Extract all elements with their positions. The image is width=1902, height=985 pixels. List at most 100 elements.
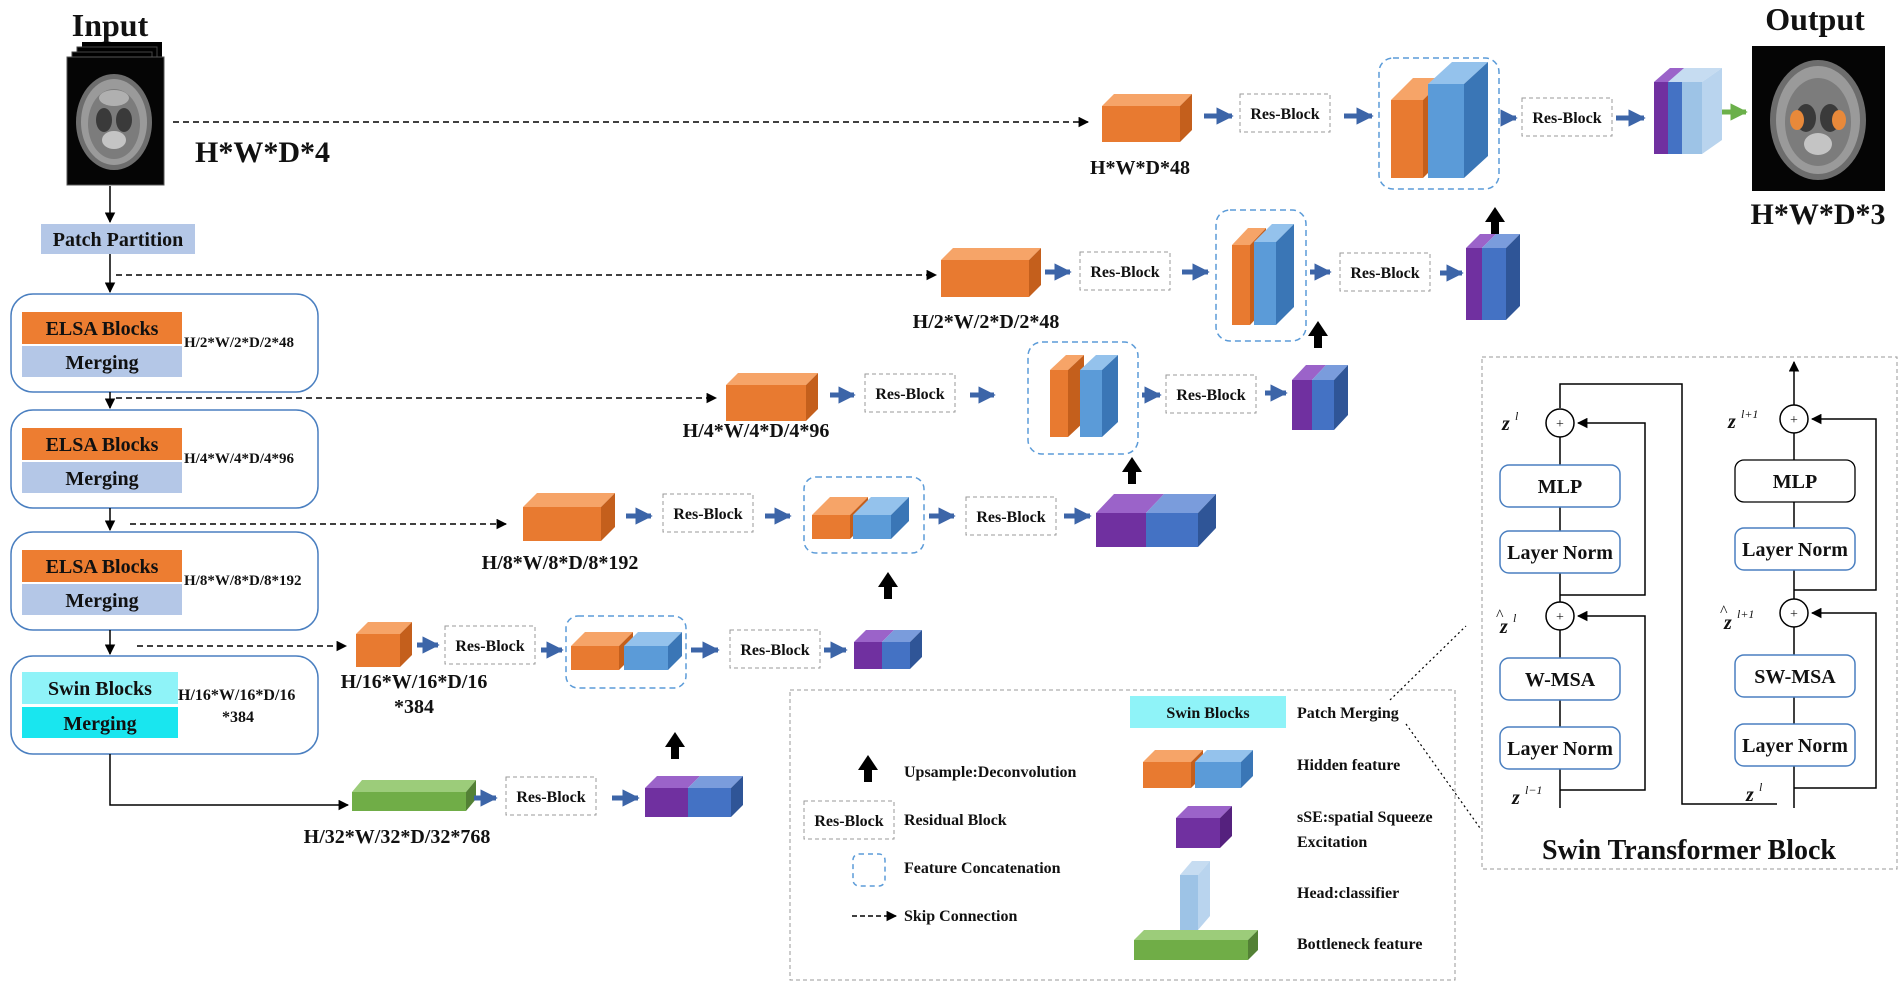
legend-res-block-icon: [803, 800, 895, 840]
stage4-top-label: Swin Blocks: [48, 678, 152, 700]
left-ln-top-box: [1499, 530, 1621, 574]
upsample-arrow: [878, 572, 898, 599]
sse-feature-bottleneck: [645, 776, 743, 817]
right-add-node-bottom: [1779, 598, 1809, 628]
stage1-top-label: ELSA Blocks: [46, 318, 159, 340]
stage2-dims: H/4*W/4*D/4*96: [184, 451, 295, 467]
hidden-feature-l1: [941, 248, 1041, 297]
res-block-l4b: Res-Block: [729, 629, 821, 669]
svg-text:Res-Block: Res-Block: [1350, 265, 1419, 282]
svg-text:Res-Block: Res-Block: [976, 509, 1045, 526]
svg-text:Res-Block: Res-Block: [516, 789, 585, 806]
swin-transformer-block-panel: Swin Transformer Block + + MLP Layer Nor…: [1481, 356, 1898, 870]
legend-upsample-label: Upsample:Deconvolution: [904, 764, 1077, 781]
res-block-l0a: Res-Block: [1239, 93, 1331, 133]
svg-text:Res-Block: Res-Block: [1532, 110, 1601, 127]
svg-text:Layer Norm: Layer Norm: [1507, 542, 1613, 564]
res-block-l4a: Res-Block: [444, 625, 536, 665]
stage3-top-label: ELSA Blocks: [46, 556, 159, 578]
svg-text:z: z: [1727, 411, 1736, 433]
svg-text:+: +: [1556, 417, 1564, 432]
upsample-arrow: [665, 732, 685, 759]
svg-text:z: z: [1501, 413, 1510, 435]
stage3-bottom-label: Merging: [65, 590, 138, 612]
right-ln-top-box: [1734, 527, 1856, 571]
swin-right-column: + + MLP Layer Norm SW-MSA Layer Norm z l…: [1720, 360, 1877, 808]
input-dims: H*W*D*4: [195, 136, 330, 169]
legend: Upsample:Deconvolution Res-Block Residua…: [789, 689, 1456, 981]
patch-partition-box: [41, 224, 195, 254]
res-block-l2b: Res-Block: [1165, 374, 1257, 414]
hidden-feature-l2: [726, 373, 818, 421]
svg-text:l+1: l+1: [1737, 607, 1754, 621]
legend-residual-label: Residual Block: [904, 812, 1007, 829]
svg-text:+: +: [1790, 607, 1798, 622]
svg-text:Res-Block: Res-Block: [814, 813, 883, 830]
svg-text:Res-Block: Res-Block: [455, 638, 524, 655]
stage1-bottom-label: Merging: [65, 352, 138, 374]
legend-head-label: Head:classifier: [1297, 885, 1399, 902]
res-block-l2a: Res-Block: [864, 373, 956, 413]
svg-text:+: +: [1556, 610, 1564, 625]
svg-text:z: z: [1745, 784, 1754, 806]
res-block-l3b: Res-Block: [965, 496, 1057, 536]
stage3-dims: H/8*W/8*D/8*192: [184, 573, 302, 589]
input-mri-stack: [66, 42, 165, 186]
hidden-feature-l4: [356, 622, 412, 667]
stage2-bottom-label: Merging: [65, 468, 138, 490]
svg-text:W-MSA: W-MSA: [1525, 669, 1596, 691]
legend-concat-icon: [852, 853, 886, 887]
svg-text:l: l: [1513, 611, 1517, 625]
right-ln-bottom-box: [1734, 723, 1856, 767]
svg-text:Res-Block: Res-Block: [875, 386, 944, 403]
stage2-top-label: ELSA Blocks: [46, 434, 159, 456]
left-ln-bottom-box: [1499, 726, 1621, 770]
feature-label-l0: H*W*D*48: [1090, 157, 1190, 179]
svg-text:Res-Block: Res-Block: [1250, 106, 1319, 123]
upsample-arrow: [1308, 321, 1328, 348]
right-add-node-top: [1779, 404, 1809, 434]
output-title: Output: [1765, 1, 1865, 37]
hidden-feature-l3: [523, 493, 615, 541]
feature-label-l2: H/4*W/4*D/4*96: [683, 420, 830, 442]
sse-feature-l1: [1466, 234, 1520, 320]
upsample-arrow: [1122, 457, 1142, 484]
legend-patch-merging-label: Patch Merging: [1297, 705, 1399, 722]
callout-line: [1405, 723, 1481, 829]
legend-swin-blocks-label: Swin Blocks: [1166, 705, 1249, 722]
legend-sse-label-2: Excitation: [1297, 834, 1367, 851]
res-block-l0b: Res-Block: [1521, 97, 1613, 137]
encoder-stage-1: ELSA Blocks Merging H/2*W/2*D/2*48: [10, 293, 319, 393]
res-block-l1b: Res-Block: [1339, 252, 1431, 292]
input-title: Input: [72, 7, 149, 43]
svg-text:l−1: l−1: [1525, 783, 1542, 797]
swin-panel-title: Swin Transformer Block: [1542, 835, 1836, 866]
legend-skip-label: Skip Connection: [904, 908, 1017, 925]
left-add-node-top: [1545, 408, 1575, 438]
bottleneck-feature: [352, 780, 476, 811]
left-mlp-box: [1499, 464, 1621, 508]
legend-concat-label: Feature Concatenation: [904, 860, 1061, 877]
stage4-bottom-label: Merging: [63, 713, 136, 735]
svg-text:Res-Block: Res-Block: [1090, 264, 1159, 281]
stage4-dims-line2: *384: [222, 709, 254, 726]
stage4-dims-line1: H/16*W/16*D/16: [178, 687, 295, 704]
left-msa-box: [1499, 657, 1621, 701]
legend-sse-icon: [1176, 806, 1232, 848]
upsample-arrow: [1485, 207, 1505, 234]
concat-l0: [1378, 57, 1500, 190]
svg-text:Layer Norm: Layer Norm: [1507, 738, 1613, 760]
brain-mri-image: [76, 74, 152, 170]
hidden-feature-l0: [1102, 94, 1192, 142]
sse-feature-l4: [854, 630, 922, 669]
arrow-stage4-to-bottleneck: [109, 754, 350, 811]
head-classifier-output: [1654, 68, 1722, 154]
output-mri-image: [1752, 46, 1885, 191]
svg-text:^: ^: [1496, 607, 1504, 624]
legend-sse-label-1: sSE:spatial Squeeze: [1297, 809, 1433, 826]
concat-l3: [803, 476, 925, 554]
svg-text:l: l: [1759, 780, 1763, 794]
concat-l1: [1215, 209, 1307, 342]
legend-head-icon: [1180, 861, 1210, 930]
